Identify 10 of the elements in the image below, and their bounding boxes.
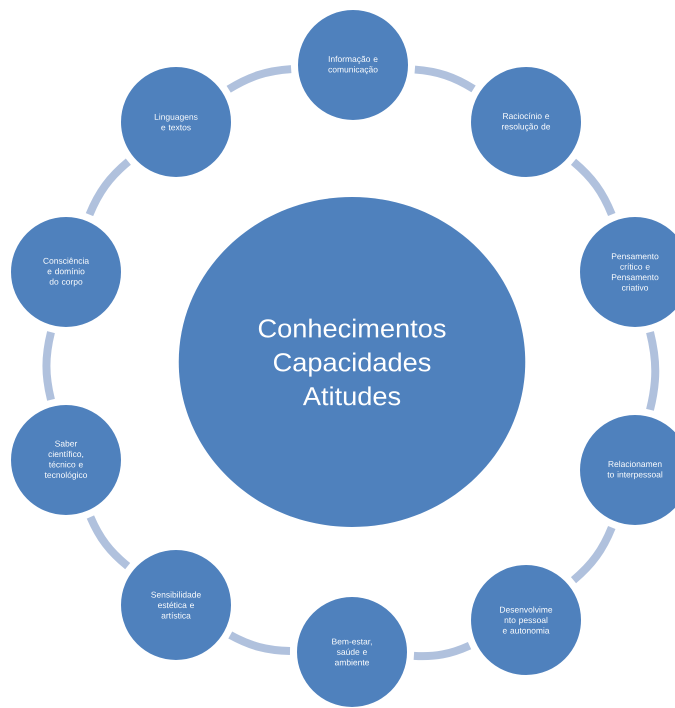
ring-connector xyxy=(228,631,290,655)
ring-connector xyxy=(86,515,130,570)
ring-connector xyxy=(414,66,476,92)
ring-connector xyxy=(226,65,292,93)
ring-connector xyxy=(570,158,616,216)
ring-connector xyxy=(646,331,660,411)
ring-connector xyxy=(570,526,616,584)
ring-connector xyxy=(414,642,472,660)
ring-connector xyxy=(86,158,131,216)
ring-connector xyxy=(42,331,55,401)
